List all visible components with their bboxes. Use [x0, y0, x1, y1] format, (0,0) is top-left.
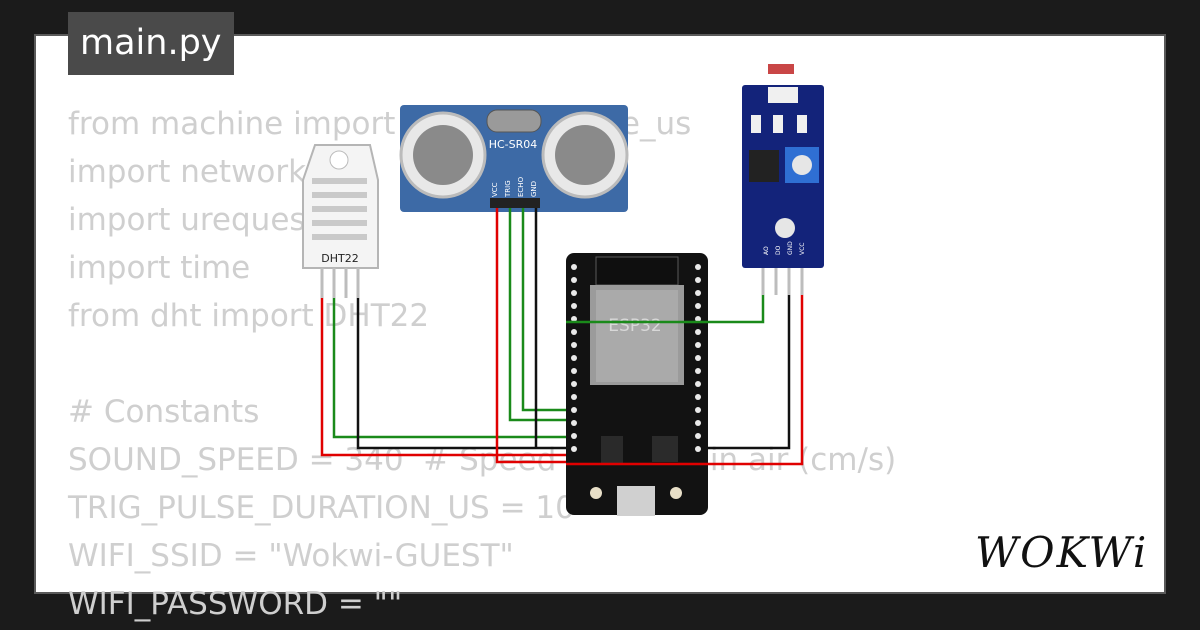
esp32-pin: [571, 329, 577, 335]
esp32-pin: [695, 381, 701, 387]
esp32-pin: [695, 303, 701, 309]
code-line: import network: [68, 154, 307, 190]
pin-label-echo: ECHO: [517, 176, 525, 197]
ldr-pin-gnd: GND: [787, 241, 794, 255]
esp32-pin: [695, 433, 701, 439]
pin-label-trig: TRIG: [504, 180, 512, 198]
esp32-pin: [695, 420, 701, 426]
esp32-pin: [571, 303, 577, 309]
esp32-pin: [571, 407, 577, 413]
esp32-pin: [695, 329, 701, 335]
code-line: from dht import DHT22: [68, 298, 430, 334]
pin-label-vcc: VCC: [491, 182, 499, 197]
ldr-pin-do: DO: [775, 245, 782, 255]
esp32-pin: [695, 407, 701, 413]
esp32-pin: [695, 368, 701, 374]
ultrasonic-label: HC-SR04: [489, 138, 538, 151]
esp32-pin: [571, 433, 577, 439]
esp32-pin: [571, 264, 577, 270]
wokwi-logo: WOKWi: [975, 528, 1149, 577]
file-tab[interactable]: main.py: [68, 12, 234, 75]
ultrasonic-sensor[interactable]: HC-SR04 VCC TRIG ECHO GND: [399, 105, 629, 212]
esp32-pin: [571, 316, 577, 322]
esp32-pin: [571, 394, 577, 400]
esp32-pin: [695, 277, 701, 283]
code-line: WIFI_PASSWORD = "": [68, 586, 403, 622]
esp32-pin: [571, 381, 577, 387]
dht22-sensor[interactable]: DHT22: [302, 144, 379, 298]
code-line: # Constants: [68, 394, 260, 430]
esp32-pin: [571, 277, 577, 283]
esp32-pin: [571, 290, 577, 296]
esp32-pin: [695, 316, 701, 322]
esp32-pin: [695, 342, 701, 348]
esp32-pin: [695, 394, 701, 400]
esp32-pin: [695, 355, 701, 361]
esp32-pin: [695, 446, 701, 452]
light-sensor-module[interactable]: AO DO GND VCC: [742, 64, 824, 295]
esp32-pin: [571, 446, 577, 452]
esp32-pin: [571, 355, 577, 361]
dht22-label: DHT22: [321, 252, 358, 265]
code-line: WIFI_SSID = "Wokwi-GUEST": [68, 538, 514, 574]
wires: [320, 208, 804, 466]
ldr-pin-vcc: VCC: [799, 243, 806, 255]
esp32-pin: [571, 342, 577, 348]
esp32-pin: [695, 290, 701, 296]
esp32-pin: [571, 368, 577, 374]
esp32-pin: [695, 264, 701, 270]
ldr-pin-ao: AO: [763, 246, 770, 255]
code-line: import time: [68, 250, 251, 286]
pin-label-gnd: GND: [530, 181, 538, 197]
esp32-pin: [571, 420, 577, 426]
esp32-board[interactable]: ESP32: [566, 253, 708, 516]
esp32-label: ESP32: [608, 316, 661, 336]
